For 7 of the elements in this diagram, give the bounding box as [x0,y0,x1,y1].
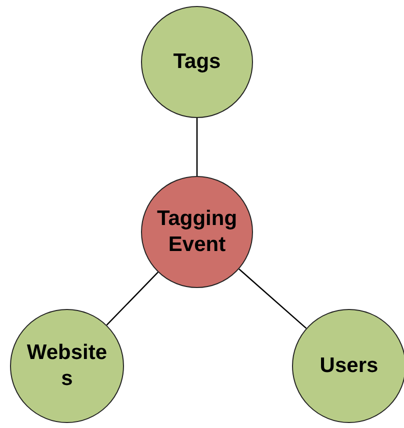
connector-line [196,118,198,176]
connector-line [238,268,307,329]
node-label: Tagging Event [156,206,238,258]
connector-line [106,272,158,326]
node-label: Users [318,352,380,379]
node-label: Tags [172,48,222,75]
node-label: Websites [26,340,108,392]
